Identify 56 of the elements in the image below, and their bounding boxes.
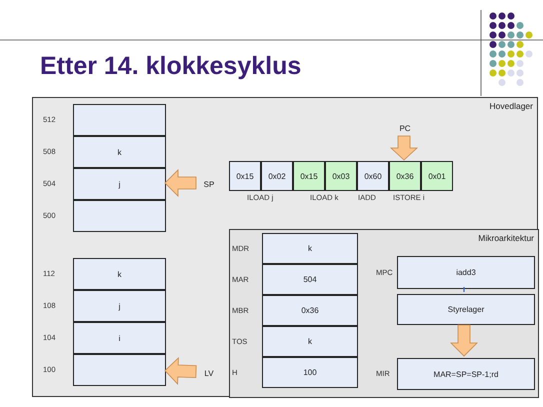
byte-cell: [389, 161, 421, 191]
register-box: [262, 295, 358, 326]
register-box: [262, 326, 358, 357]
cell-text: 0x15: [300, 172, 318, 180]
cell-text: PC: [399, 124, 411, 132]
cell-text: 0x02: [268, 172, 286, 180]
cell-text: iadd3: [456, 268, 476, 277]
byte-cell: [229, 161, 261, 191]
byte-cell: [325, 161, 357, 191]
cell-text: LV: [204, 368, 214, 378]
register-box: [397, 294, 535, 325]
cell-text: 100: [303, 368, 317, 377]
cell-text: SP: [204, 180, 214, 188]
cell-text: k: [118, 270, 122, 278]
register-box: [73, 258, 166, 290]
block-arrow: [164, 169, 196, 197]
panel-title: Hovedlager: [488, 100, 534, 113]
register-box: [73, 104, 166, 136]
cell-text: MAR=SP=SP-1;rd: [434, 370, 498, 378]
cell-text: k: [308, 244, 312, 253]
panel-title: Mikroarkitektur: [477, 232, 535, 245]
register-box: [262, 264, 358, 295]
cell-text: j: [118, 302, 120, 310]
cell-text: 0x60: [364, 172, 382, 180]
cell-text: k: [118, 148, 122, 156]
memory-panel: [32, 97, 538, 397]
register-box: [262, 357, 358, 388]
register-box: [73, 200, 166, 232]
register-box: [73, 136, 166, 168]
register-box: [397, 358, 535, 390]
connector-line: [463, 287, 465, 292]
cell-text: 0x36: [301, 306, 319, 315]
microarchitecture-panel: [229, 229, 539, 398]
block-arrow: [164, 357, 197, 385]
slide-title: Etter 14. klokkesyklus: [40, 52, 302, 81]
cell-text: j: [118, 180, 120, 188]
cell-text: 504: [303, 275, 317, 284]
cell-text: 0x03: [332, 172, 350, 180]
register-box: [73, 168, 166, 200]
cell-text: 0x36: [396, 172, 414, 180]
byte-cell: [357, 161, 389, 191]
register-box: [73, 354, 166, 386]
cell-text: 0x15: [236, 172, 254, 180]
byte-cell: [421, 161, 453, 191]
cell-text: 0x01: [428, 172, 446, 180]
cell-text: Styrelager: [448, 305, 484, 314]
cell-text: k: [308, 337, 312, 346]
byte-cell: [293, 161, 325, 191]
cell-text: i: [118, 334, 120, 342]
register-box: [262, 233, 358, 264]
byte-cell: [261, 161, 293, 191]
register-box: [73, 322, 166, 354]
block-arrow: [390, 136, 418, 161]
register-box: [73, 290, 166, 322]
register-box: [397, 256, 535, 289]
block-arrow: [450, 324, 478, 357]
